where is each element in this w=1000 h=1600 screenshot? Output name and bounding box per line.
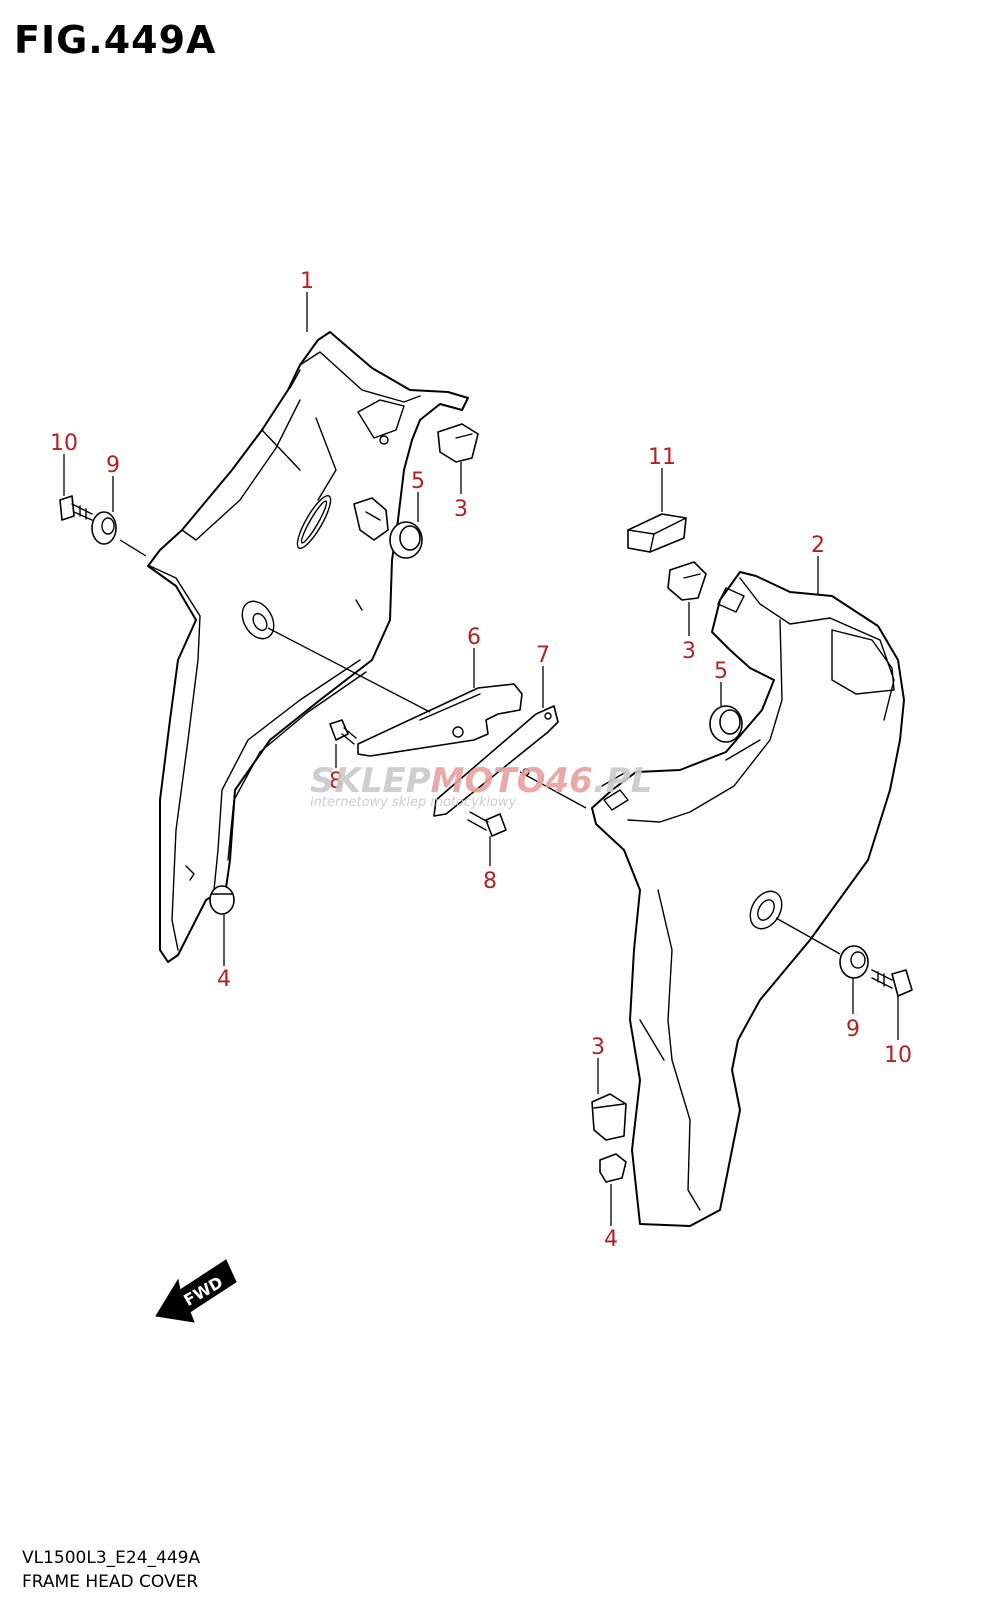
- callout-9-left: 9: [106, 453, 120, 478]
- pad-11: [627, 513, 687, 553]
- callout-2: 2: [811, 533, 825, 558]
- right-frame-head-cover: [591, 571, 905, 1227]
- cushion-4-left: [209, 885, 235, 915]
- watermark-part-4: .PL: [593, 761, 653, 801]
- grommet-5-left: [389, 521, 423, 559]
- callout-3-lower: 3: [591, 1035, 605, 1060]
- callout-8-lower: 8: [483, 869, 497, 894]
- callout-4-left: 4: [217, 967, 231, 992]
- fwd-arrow: FWD: [155, 1259, 237, 1323]
- callout-6: 6: [467, 625, 481, 650]
- washer-9-right: [839, 945, 869, 979]
- watermark-text: SKLEPMOTO46.PL: [310, 761, 652, 801]
- model-code: VL1500L3_E24_449A: [22, 1548, 201, 1568]
- watermark-part-2: MOTO: [431, 761, 546, 801]
- cushion-3-lower: [591, 1093, 627, 1141]
- left-frame-head-cover: [147, 331, 469, 963]
- cushion-3-upper-right: [667, 561, 707, 601]
- screw-10-right: [871, 969, 913, 997]
- figure-name: FRAME HEAD COVER: [22, 1572, 199, 1592]
- leader-lines: [63, 292, 899, 1226]
- watermark-part-1: SKLEP: [310, 761, 431, 801]
- watermark: SKLEPMOTO46.PL internetowy sklep motocyk…: [310, 761, 652, 810]
- callout-9-right: 9: [846, 1017, 860, 1042]
- callout-labels: 1 2 3 3 3 4 4 5 5 6 7 8 8 9 9 10 10 11: [50, 269, 912, 1252]
- screw-10-left: [59, 495, 93, 521]
- cushion-4-right: [599, 1153, 627, 1183]
- callout-11: 11: [648, 445, 676, 470]
- callout-5-right: 5: [714, 659, 728, 684]
- watermark-subtitle: internetowy sklep motocyklowy: [310, 795, 517, 810]
- bolt-8-lower: [467, 811, 507, 837]
- figure-title: FIG.449A: [14, 18, 217, 62]
- watermark-part-3: 46: [545, 761, 593, 801]
- callout-7: 7: [536, 643, 550, 668]
- bracket-6: [357, 683, 523, 757]
- cushion-3-upper-left: [437, 423, 479, 463]
- callout-3-upper-left: 3: [454, 497, 468, 522]
- washer-9-left: [91, 511, 117, 545]
- callout-10-left: 10: [50, 431, 78, 456]
- callout-5-left: 5: [411, 469, 425, 494]
- grommet-5-right: [709, 705, 743, 743]
- callout-1: 1: [300, 269, 314, 294]
- callout-8-upper: 8: [329, 769, 343, 794]
- bolt-8-upper: [329, 719, 357, 745]
- callout-10-right: 10: [884, 1043, 912, 1068]
- callout-4-right: 4: [604, 1227, 618, 1252]
- callout-3-upper-right: 3: [682, 639, 696, 664]
